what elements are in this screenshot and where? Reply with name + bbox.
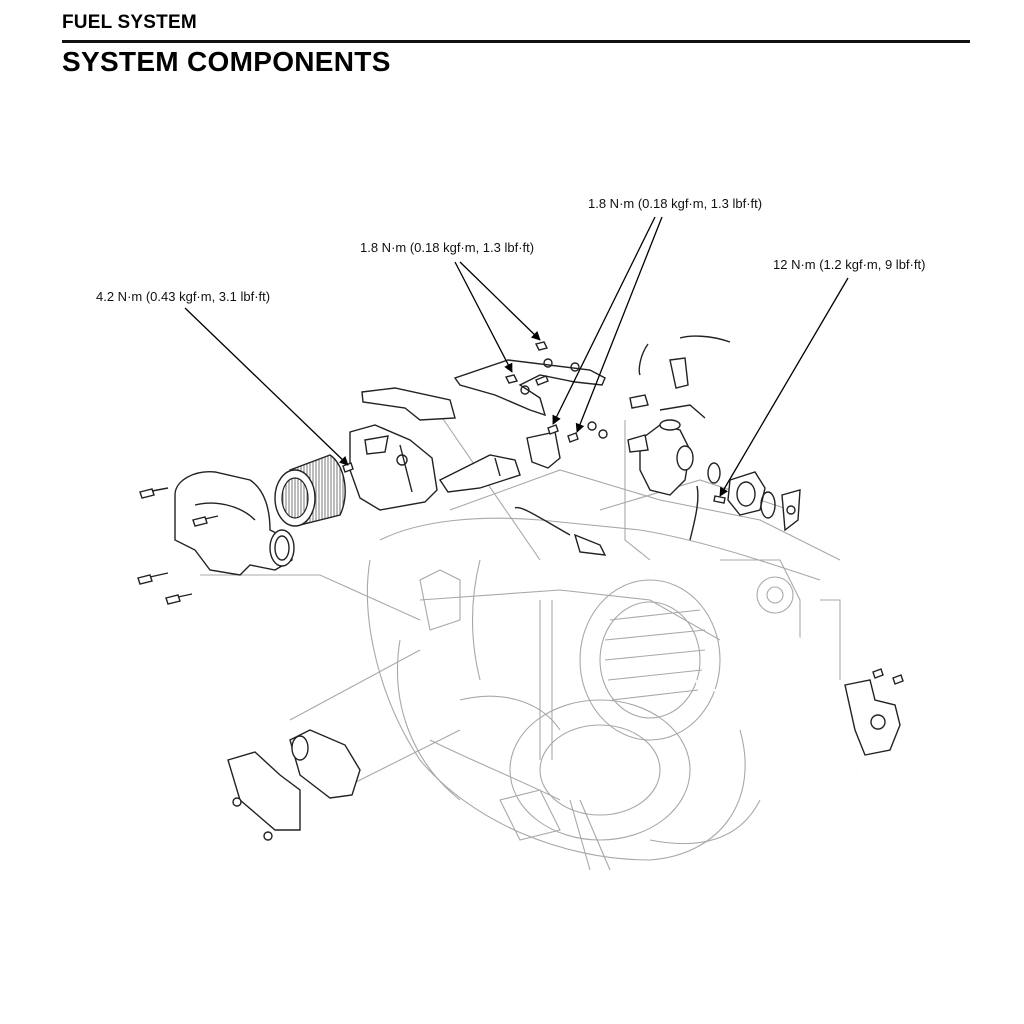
leader-insulator <box>719 277 849 497</box>
carburetor-cover <box>526 421 608 469</box>
air-cleaner-case-cover <box>174 471 295 576</box>
leader-bracket-2 <box>459 261 541 341</box>
o-rings <box>707 462 776 519</box>
header-rule <box>62 40 970 43</box>
air-cleaner-housing <box>342 387 456 511</box>
fuel-hoses <box>654 573 860 803</box>
torque-callout-carburetor-cover: 1.8 N·m (0.18 kgf·m, 1.3 lbf·ft) <box>588 196 763 211</box>
torque-callout-insulator: 12 N·m (1.2 kgf·m, 9 lbf·ft) <box>773 257 926 272</box>
torque-callout-air-cleaner: 4.2 N·m (0.43 kgf·m, 3.1 lbf·ft) <box>96 289 271 304</box>
heat-shield-bracket <box>453 341 606 417</box>
leader-carb-cover-1 <box>552 216 656 425</box>
engine-frame-reference <box>200 399 841 871</box>
leader-air-cleaner <box>184 307 349 466</box>
leader-carb-cover-2 <box>575 216 663 433</box>
carburetor-insulator <box>713 471 766 516</box>
fuel-pump <box>844 668 904 756</box>
air-duct <box>438 454 521 493</box>
page-title: SYSTEM COMPONENTS <box>62 46 391 77</box>
vent-tube <box>689 485 699 541</box>
carburetor <box>627 335 731 496</box>
torque-callout-bracket: 1.8 N·m (0.18 kgf·m, 1.3 lbf·ft) <box>360 240 535 255</box>
starter-motor <box>227 729 361 841</box>
air-filter-element <box>274 454 346 527</box>
torque-leader-lines <box>184 216 849 497</box>
case-cover-bolts <box>137 487 219 605</box>
fuel-filter <box>514 506 607 556</box>
section-header: FUEL SYSTEM <box>62 12 197 33</box>
gasket <box>781 489 801 532</box>
leader-bracket-1 <box>454 261 513 373</box>
